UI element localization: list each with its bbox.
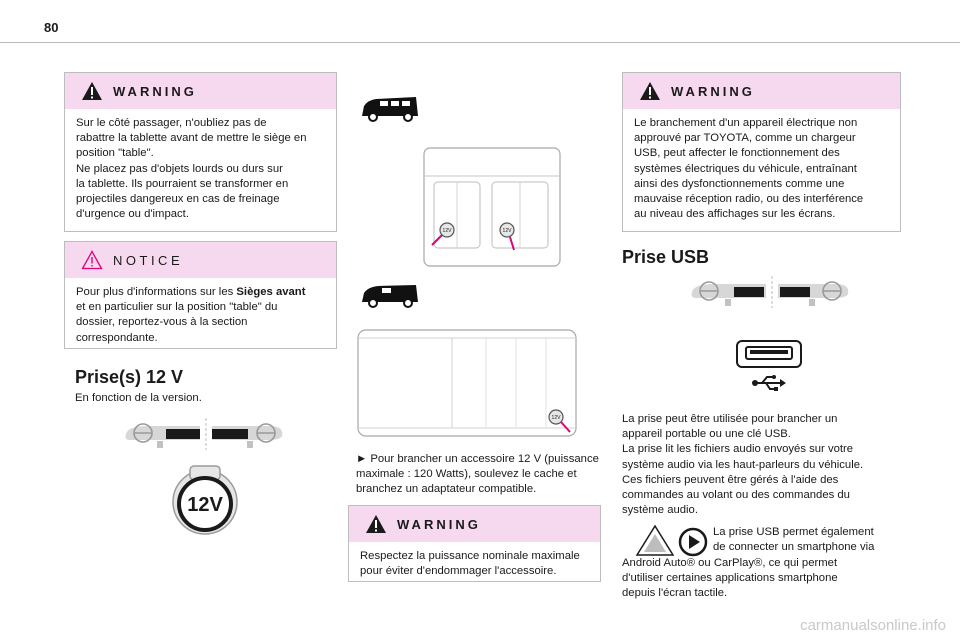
- warning-triangle-icon: [82, 82, 102, 100]
- android-auto-icon: [635, 524, 675, 556]
- footer-watermark: carmanualsonline.info: [800, 617, 946, 634]
- marker-label: 12V: [552, 415, 562, 421]
- warning-box-usb: WARNING Le branchement d'un appareil éle…: [622, 72, 901, 232]
- usb-line: Ces fichiers peuvent être gérés à l'aide…: [622, 473, 839, 486]
- usb-smartphone-text-cont: Android Auto® ou CarPlay®, ce qui permet…: [622, 556, 838, 602]
- marker-label: 12V: [503, 228, 513, 234]
- warning-title: WARNING: [671, 83, 755, 99]
- van-interior-top-view-icon: 12V 12V: [423, 147, 561, 267]
- marker-label: 12V: [443, 228, 453, 234]
- notice-box: NOTICE Pour plus d'informations sur les …: [64, 241, 337, 349]
- usb-line: depuis l'écran tactile.: [622, 587, 728, 600]
- notice-text: Pour plus d'informations sur les: [76, 286, 237, 298]
- notice-header: NOTICE: [65, 242, 336, 278]
- warning-body: Le branchement d'un appareil électrique …: [623, 109, 900, 230]
- notice-triangle-icon: [81, 250, 103, 270]
- notice-title: NOTICE: [113, 252, 184, 268]
- warning-title: WARNING: [397, 516, 481, 532]
- van-cargo-top-view-icon: 12V: [357, 329, 577, 437]
- socket-label: 12V: [187, 494, 223, 516]
- notice-line: Pour plus d'informations sur les Sièges …: [76, 285, 328, 300]
- warning-header: WARNING: [623, 73, 900, 109]
- usb-line: de connecter un smartphone via: [713, 541, 875, 554]
- usb-line: La prise USB permet également: [713, 526, 874, 538]
- usb-line: La prise peut être utilisée pour branche…: [622, 413, 838, 425]
- van-short-silhouette-icon: [362, 285, 418, 308]
- warning-line: au niveau des affichages sur les écrans.: [634, 208, 836, 221]
- dashboard-illustration-icon: [125, 418, 283, 450]
- warning-title: WARNING: [113, 83, 197, 99]
- warning-body: Respectez la puissance nominale maximale…: [349, 542, 600, 587]
- warning-line: rabattre la tablette avant de mettre le …: [76, 132, 307, 145]
- warning-triangle-icon: [366, 515, 386, 533]
- usb-line: d'utiliser certaines applications smartp…: [622, 572, 838, 585]
- warning-header: WARNING: [349, 506, 600, 542]
- notice-link-seats: Sièges avant: [236, 286, 306, 298]
- warning-line: la tablette. Ils pourraient se transform…: [76, 177, 289, 190]
- instruction-12v: ► Pour brancher un accessoire 12 V (puis…: [356, 452, 599, 498]
- notice-body: Pour plus d'informations sur les Sièges …: [65, 278, 336, 354]
- usb-port-icon: [736, 340, 802, 368]
- instruction-line: branchez un adaptateur compatible.: [356, 483, 537, 496]
- usb-symbol-icon: [752, 375, 786, 391]
- usb-smartphone-text: La prise USB permet également de connect…: [713, 525, 874, 555]
- warning-line: position "table".: [76, 147, 154, 160]
- warning-line: approuvé par TOYOTA, comme un chargeur: [634, 132, 856, 145]
- van-long-silhouette-icon: [362, 97, 418, 122]
- prise-12v-intro: En fonction de la version.: [75, 392, 202, 404]
- warning-line: Respectez la puissance nominale maximale: [360, 550, 580, 562]
- warning-line: USB, peut affecter le fonctionnement des: [634, 147, 840, 160]
- usb-line: Android Auto® ou CarPlay®, ce qui permet: [622, 557, 838, 569]
- warning-line: Sur le côté passager, n'oubliez pas de: [76, 117, 267, 129]
- top-rule: [0, 42, 960, 43]
- notice-line: dossier, reportez-vous à la section: [76, 316, 248, 329]
- notice-line: et en particulier sur la position "table…: [76, 301, 278, 314]
- heading-prise-usb: Prise USB: [622, 247, 710, 267]
- warning-line: d'urgence ou d'impact.: [76, 208, 189, 221]
- warning-header: WARNING: [65, 73, 336, 109]
- warning-box-seat-tablet: WARNING Sur le côté passager, n'oubliez …: [64, 72, 337, 232]
- usb-line: système audio via les haut-parleurs du v…: [622, 458, 864, 471]
- page-number: 80: [44, 20, 59, 35]
- usb-description: La prise peut être utilisée pour branche…: [622, 412, 863, 518]
- warning-box-power: WARNING Respectez la puissance nominale …: [348, 505, 601, 582]
- warning-line: mauvaise réception radio, ou des interfé…: [634, 193, 864, 206]
- warning-line: Ne placez pas d'objets lourds ou durs su…: [76, 162, 283, 175]
- instruction-line: ► Pour brancher un accessoire 12 V (puis…: [356, 453, 599, 465]
- usb-line: La prise lit les fichiers audio envoyés …: [622, 443, 854, 456]
- usb-line: appareil portable ou une clé USB.: [622, 428, 791, 441]
- dashboard-usb-illustration-icon: [691, 276, 849, 308]
- warning-line: systèmes électriques du véhicule, entraî…: [634, 162, 857, 175]
- notice-line: correspondante.: [76, 331, 158, 344]
- warning-line: ainsi des dysfonctionnements comme une: [634, 177, 845, 190]
- warning-body: Sur le côté passager, n'oubliez pas de r…: [65, 109, 336, 230]
- warning-line: pour éviter d'endommager l'accessoire.: [360, 565, 557, 578]
- instruction-line: maximale : 120 Watts), soulevez le cache…: [356, 468, 577, 481]
- heading-prise-12v: Prise(s) 12 V: [75, 367, 184, 387]
- usb-line: système audio.: [622, 504, 698, 517]
- warning-triangle-icon: [640, 82, 660, 100]
- usb-line: commandes au volant ou des commandes du: [622, 489, 850, 502]
- 12v-socket-icon: 12V: [172, 465, 238, 535]
- carplay-icon: [678, 527, 708, 557]
- warning-line: Le branchement d'un appareil électrique …: [634, 117, 858, 129]
- warning-line: projectiles dangereux en cas de freinage: [76, 193, 280, 206]
